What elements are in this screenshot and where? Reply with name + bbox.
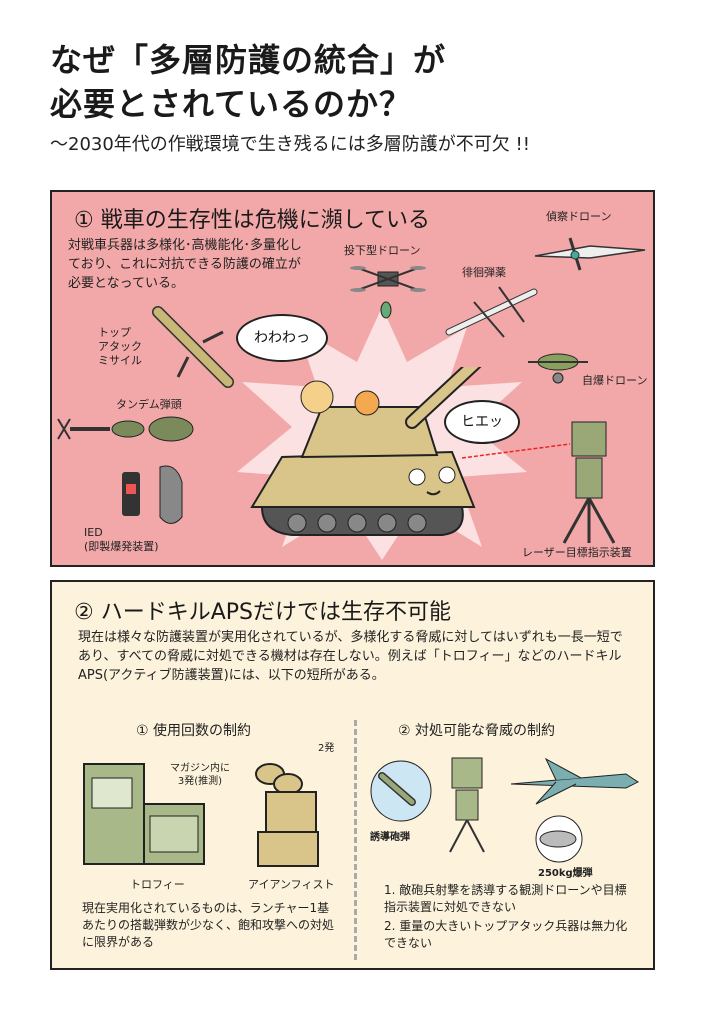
top-attack-missile-icon bbox=[152, 306, 234, 388]
guided-shell-icon bbox=[370, 760, 432, 822]
recon-drone-icon bbox=[534, 237, 646, 271]
label-top-attack: トップ アタック ミサイル bbox=[98, 326, 142, 367]
jet-icon bbox=[510, 757, 639, 805]
label-bomb: 250kg爆弾 bbox=[538, 868, 593, 879]
tank-character bbox=[250, 367, 482, 536]
speech-bubble-left: わわわっ bbox=[236, 314, 328, 362]
loitering-munition-icon bbox=[445, 286, 538, 338]
label-tandem: タンデム弾頭 bbox=[116, 398, 182, 411]
panel1-heading: ① 戦車の生存性は危機に瀕している bbox=[74, 208, 431, 233]
ied-icon bbox=[122, 465, 183, 524]
limit-usage-heading: ① 使用回数の制約 bbox=[136, 723, 252, 739]
label-ironfist: アイアンフィスト bbox=[248, 878, 335, 891]
trophy-aps-icon bbox=[83, 763, 205, 865]
label-ied: IED (即製爆発装置) bbox=[84, 526, 159, 553]
drop-drone-icon bbox=[350, 266, 426, 319]
tandem-warhead-icon bbox=[57, 416, 194, 442]
label-magazine: マガジン内に 3発(推測) bbox=[170, 763, 230, 787]
section-divider bbox=[354, 720, 357, 960]
laser-designator-icon bbox=[562, 421, 616, 544]
laser-beam bbox=[462, 443, 571, 459]
panel-threats: ① 戦車の生存性は危機に瀕している 対戦車兵器は多様化･高機能化･多量化しており… bbox=[50, 190, 655, 567]
ironfist-aps-icon bbox=[255, 763, 319, 867]
limit-threats-note-1: 1. 敵砲兵射撃を誘導する観測ドローンや目標指示装置に対処できない bbox=[384, 883, 627, 914]
page-subtitle: ～2030年代の作戦環境で生き残るには多層防護が不可欠 !! bbox=[50, 134, 530, 155]
label-guided-shell: 誘導砲弾 bbox=[370, 832, 410, 843]
limit-threats-note-2: 2. 重量の大きいトップアタック兵器は無力化できない bbox=[384, 919, 628, 950]
panel-aps-limits: ② ハードキルAPSだけでは生存不可能 現在は様々な防護装置が実用化されているが… bbox=[50, 580, 655, 970]
label-laser: レーザー目標指示装置 bbox=[522, 546, 632, 559]
bomb-icon bbox=[535, 815, 583, 863]
label-kamikaze: 自爆ドローン bbox=[582, 374, 648, 387]
limit-usage-note: 現在実用化されているものは、ランチャー1基あたりの搭載弾数が少なく、飽和攻撃への… bbox=[82, 901, 335, 949]
label-drop-drone: 投下型ドローン bbox=[344, 244, 421, 257]
label-two-rounds: 2発 bbox=[318, 743, 335, 754]
label-trophy: トロフィー bbox=[130, 878, 185, 891]
page-title: なぜ「多層防護の統合」が 必要とされているのか？ bbox=[50, 38, 446, 126]
title-line-1: なぜ「多層防護の統合」が bbox=[50, 41, 447, 79]
limit-threats-heading: ② 対処可能な脅威の制約 bbox=[398, 723, 556, 739]
label-recon-drone: 偵察ドローン bbox=[546, 210, 612, 223]
title-line-2: 必要とされているのか？ bbox=[50, 85, 413, 123]
designator-icon bbox=[449, 757, 485, 853]
speech-bubble-right: ヒエッ bbox=[444, 400, 520, 444]
panel2-body: 現在は様々な防護装置が実用化されているが、多様化する脅威に対してはいずれも一長一… bbox=[78, 630, 623, 683]
label-loitering: 徘徊弾薬 bbox=[462, 266, 506, 279]
kamikaze-drone-icon bbox=[528, 353, 588, 384]
panel2-heading: ② ハードキルAPSだけでは生存不可能 bbox=[74, 600, 451, 625]
panel1-body: 対戦車兵器は多様化･高機能化･多量化しており、これに対抗できる防護の確立が必要と… bbox=[68, 238, 303, 291]
